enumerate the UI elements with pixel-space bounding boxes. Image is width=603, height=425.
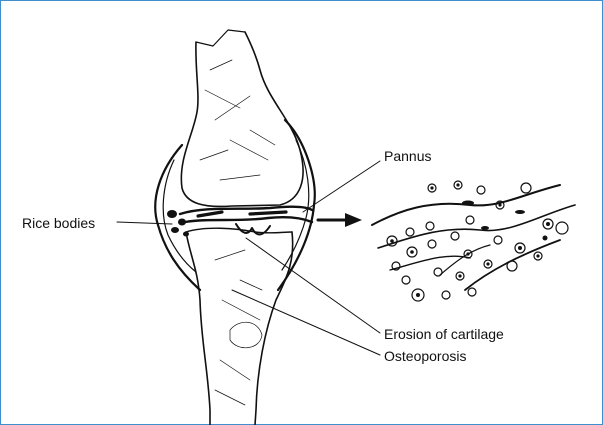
magnified-tissue: [372, 181, 575, 301]
upper-bone: [181, 30, 303, 206]
pannus-label: Pannus: [384, 148, 431, 164]
lower-bone: [186, 228, 293, 425]
osteoporosis-label: Osteoporosis: [384, 348, 466, 364]
rice-bodies-label: Rice bodies: [22, 215, 95, 231]
erosion-of-cartilage-label: Erosion of cartilage: [384, 326, 504, 342]
erosion-leader: [246, 238, 380, 333]
osteoporosis-leader: [232, 290, 380, 355]
magnify-arrow: [318, 213, 362, 227]
rice-bodies: [167, 210, 189, 237]
rice-bodies-leader: [117, 222, 172, 224]
